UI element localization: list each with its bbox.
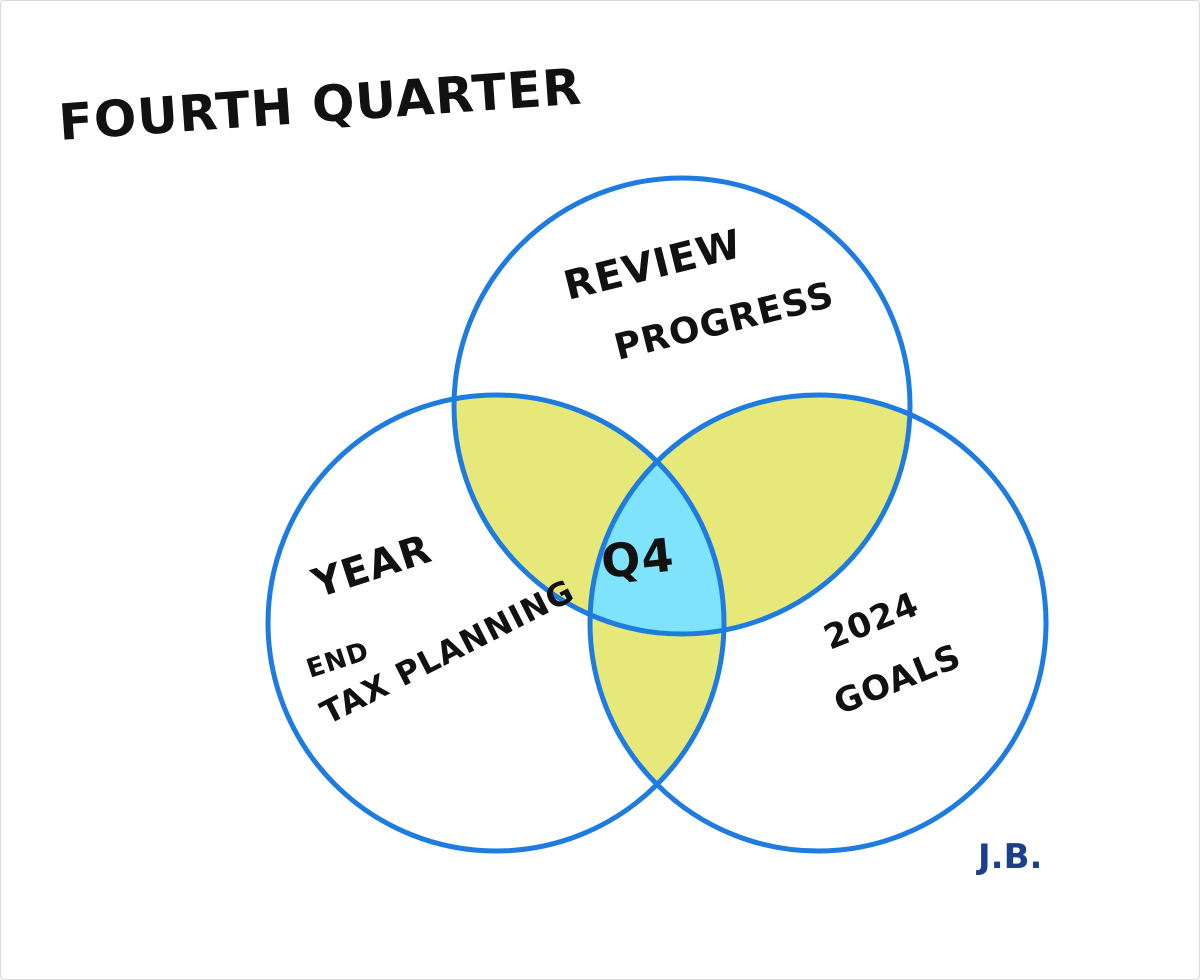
circle-left bbox=[265, 392, 727, 854]
right-circle-label-line-1: 2024 bbox=[818, 584, 924, 658]
center-label: Q4 bbox=[599, 528, 677, 589]
top-circle-label-line-1: REVIEW bbox=[559, 221, 746, 310]
circle-right bbox=[587, 392, 1049, 854]
left-circle-label-line-1: YEAR bbox=[306, 526, 437, 608]
page-title: FOURTH QUARTER bbox=[57, 58, 584, 152]
circle-top bbox=[451, 175, 913, 637]
signature: J.B. bbox=[976, 837, 1042, 877]
